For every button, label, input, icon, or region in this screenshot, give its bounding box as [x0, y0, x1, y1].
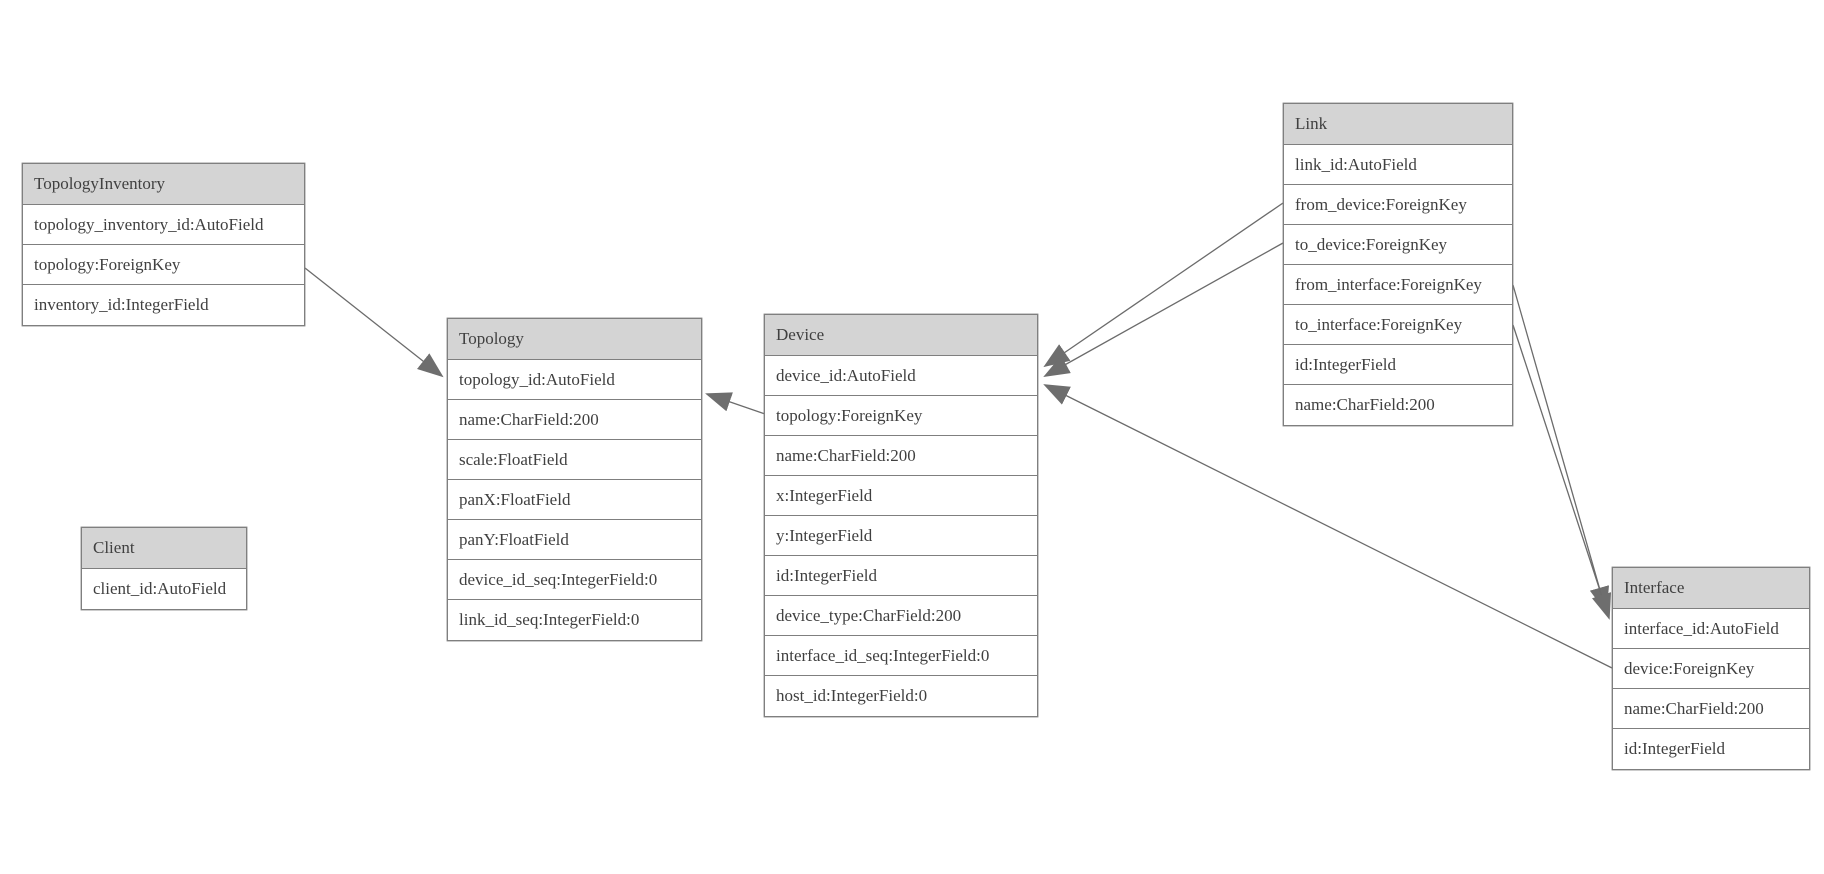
entity-field: host_id:IntegerField:0	[765, 676, 1037, 716]
entity-field: client_id:AutoField	[82, 569, 246, 609]
entity-field: y:IntegerField	[765, 516, 1037, 556]
entity-field: device_id_seq:IntegerField:0	[448, 560, 701, 600]
relation-interface-device	[1043, 384, 1613, 669]
relation-lines	[304, 202, 1613, 669]
entity-field: from_interface:ForeignKey	[1284, 265, 1512, 305]
entity-field: link_id:AutoField	[1284, 145, 1512, 185]
relation-link-from-interface-interface	[1512, 284, 1610, 613]
entity-field: device_type:CharField:200	[765, 596, 1037, 636]
entity-field: topology:ForeignKey	[765, 396, 1037, 436]
entity-field: x:IntegerField	[765, 476, 1037, 516]
entity-field: interface_id:AutoField	[1613, 609, 1809, 649]
entity-field: topology_inventory_id:AutoField	[23, 205, 304, 245]
entity-field: to_device:ForeignKey	[1284, 225, 1512, 265]
entity-field: name:CharField:200	[1613, 689, 1809, 729]
entity-field: interface_id_seq:IntegerField:0	[765, 636, 1037, 676]
entity-title: Interface	[1613, 568, 1809, 609]
entity-title: TopologyInventory	[23, 164, 304, 205]
entity-field: device:ForeignKey	[1613, 649, 1809, 689]
entity-field: panX:FloatField	[448, 480, 701, 520]
entity-field: name:CharField:200	[1284, 385, 1512, 425]
relation-device-topology	[705, 392, 766, 415]
entity-field: id:IntegerField	[1284, 345, 1512, 385]
entity-field: id:IntegerField	[1613, 729, 1809, 769]
entity-title: Link	[1284, 104, 1512, 145]
relation-topologyinventory-topology	[304, 267, 444, 378]
entity-title: Topology	[448, 319, 701, 360]
entity-field: topology:ForeignKey	[23, 245, 304, 285]
entity-field: scale:FloatField	[448, 440, 701, 480]
relation-link-to-device-device	[1043, 242, 1284, 377]
relation-link-from-device-device	[1043, 202, 1284, 368]
entity-field: name:CharField:200	[765, 436, 1037, 476]
entity-field: inventory_id:IntegerField	[23, 285, 304, 325]
entity-field: topology_id:AutoField	[448, 360, 701, 400]
entity-field: panY:FloatField	[448, 520, 701, 560]
entity-title: Device	[765, 315, 1037, 356]
entity-field: to_interface:ForeignKey	[1284, 305, 1512, 345]
entity-title: Client	[82, 528, 246, 569]
entity-field: id:IntegerField	[765, 556, 1037, 596]
relation-link-to-interface-interface	[1512, 324, 1612, 620]
entity-field: from_device:ForeignKey	[1284, 185, 1512, 225]
entity-field: device_id:AutoField	[765, 356, 1037, 396]
entity-field: link_id_seq:IntegerField:0	[448, 600, 701, 640]
entity-field: name:CharField:200	[448, 400, 701, 440]
